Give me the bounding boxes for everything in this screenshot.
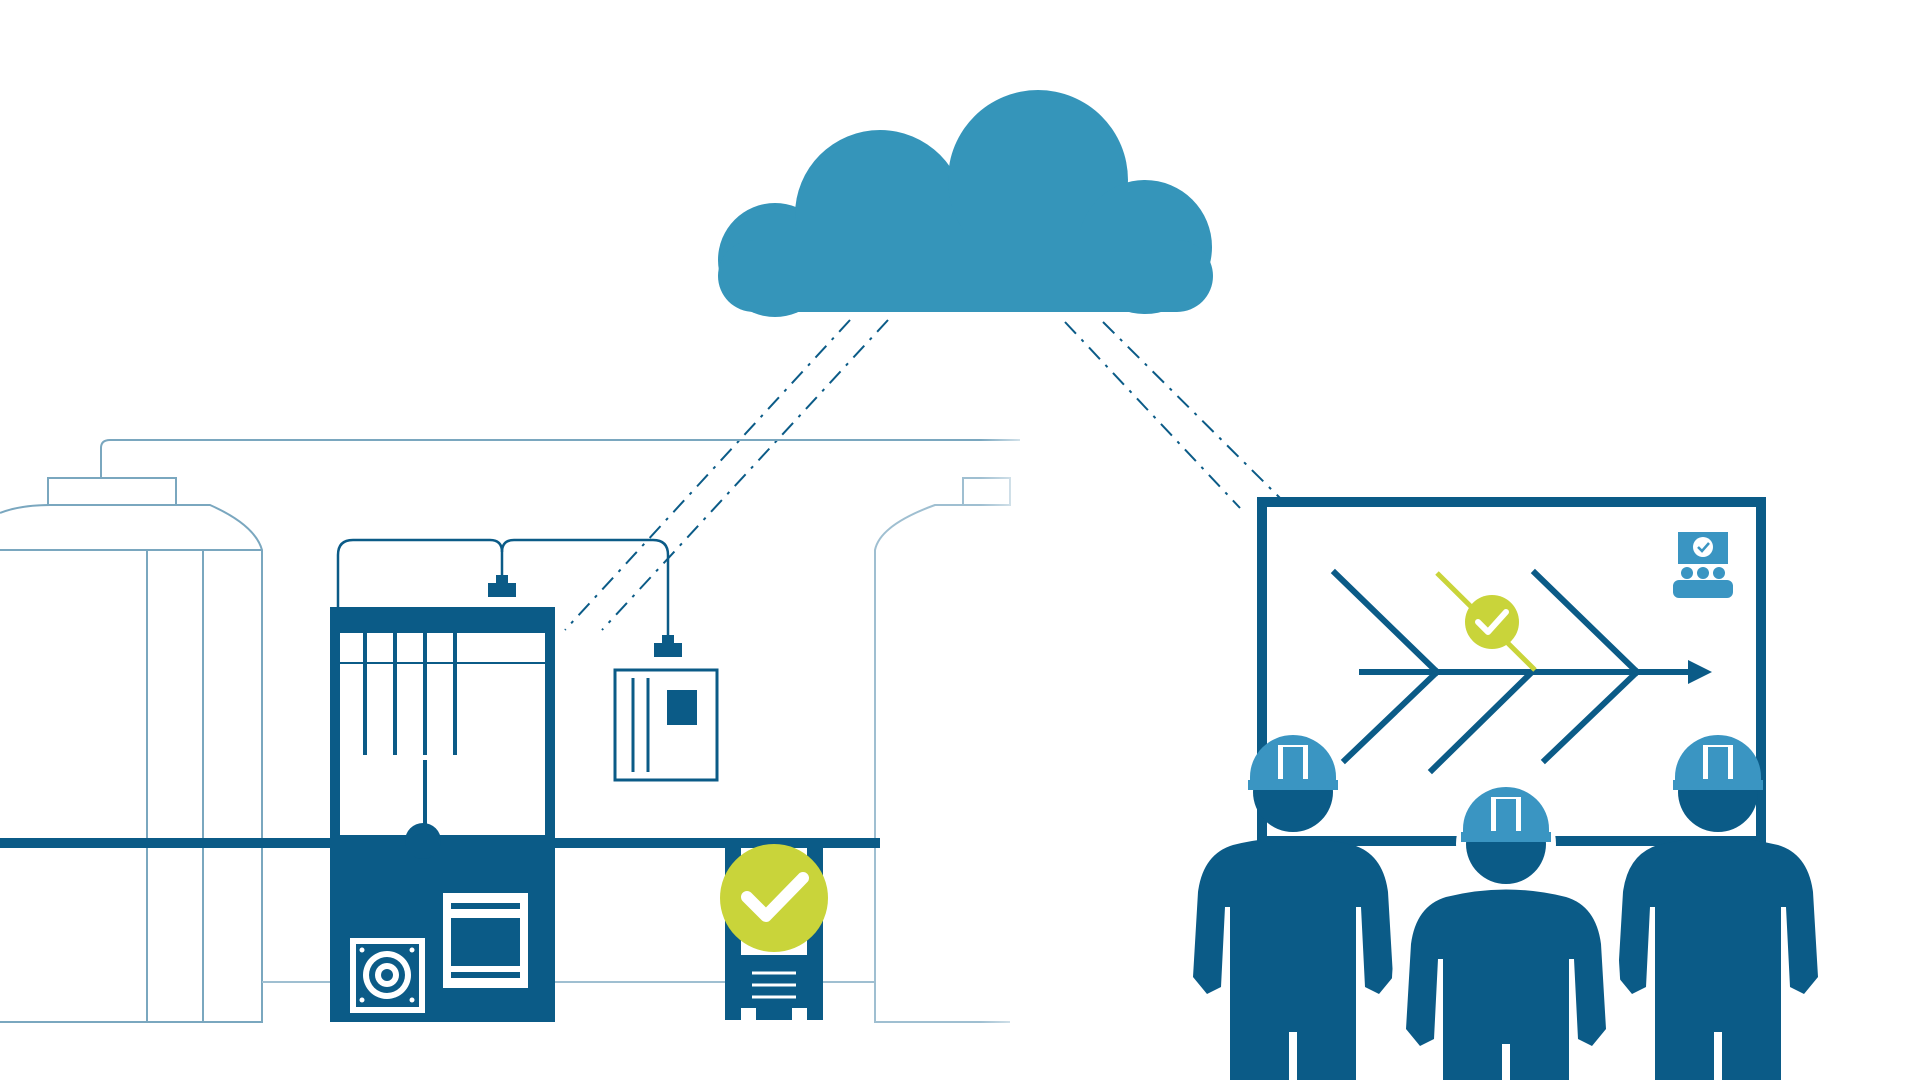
storage-tank-left [0,439,1020,1023]
fishbone-diagram-icon [1330,568,1693,775]
machine-motor-icon [350,938,425,1013]
worker-icon [1618,735,1818,1080]
fade-overlay [980,420,1040,1040]
machine-display-panel [443,893,528,988]
production-machine [330,607,555,1022]
fishbone-arrowhead [1688,660,1712,684]
sensor-wiring [336,538,670,640]
fishbone-highlight [1435,571,1537,672]
cloud-icon [718,90,1213,317]
sensor-node-icon [488,575,682,657]
worker-icon [1406,787,1606,1080]
worker-icon [1193,735,1393,1080]
electrical-cabinet [613,668,719,782]
cloud-connection-lines [564,319,1281,631]
meeting-icon [1673,532,1733,598]
check-icon [720,844,828,952]
